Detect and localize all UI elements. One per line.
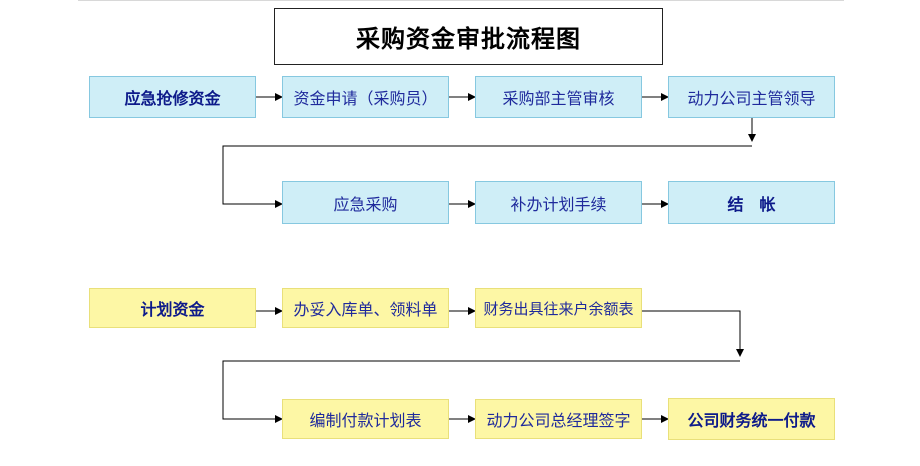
- connector-f2-return: [222, 360, 740, 423]
- node-emergency-purchase: 应急采购: [282, 181, 449, 224]
- node-planned-funds: 计划资金: [89, 288, 256, 328]
- connector-f1-return: [222, 145, 752, 208]
- node-purchasing-review: 采购部主管审核: [475, 76, 642, 118]
- node-supplement-plan: 补办计划手续: [475, 181, 642, 224]
- node-settlement: 结 帐: [668, 181, 835, 224]
- arrow-f2-r1-out: [642, 310, 744, 357]
- top-divider: [78, 0, 844, 1]
- node-unified-payment: 公司财务统一付款: [668, 398, 835, 440]
- node-emergency-funds: 应急抢修资金: [89, 76, 256, 118]
- node-gm-signature: 动力公司总经理签字: [475, 399, 642, 439]
- node-power-company-leader: 动力公司主管领导: [668, 76, 835, 118]
- node-warehouse-slips: 办妥入库单、领料单: [282, 288, 449, 328]
- node-balance-sheet: 财务出具往来户余额表: [475, 288, 642, 328]
- page-title: 采购资金审批流程图: [274, 8, 663, 65]
- node-payment-plan: 编制付款计划表: [282, 399, 449, 439]
- node-fund-application: 资金申请（采购员）: [282, 76, 449, 118]
